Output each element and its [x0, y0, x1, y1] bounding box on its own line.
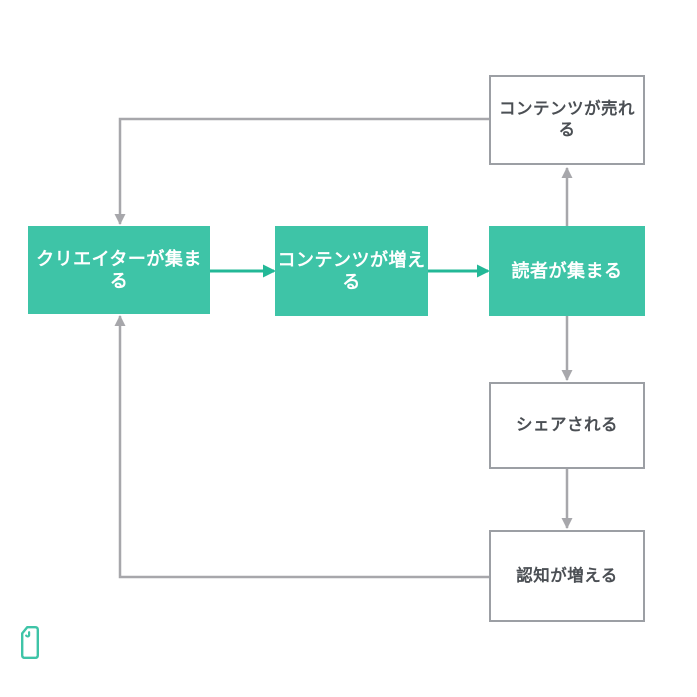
node-label: クリエイターが集まる [36, 248, 202, 292]
node-content-sells[interactable]: コンテンツが売れる [489, 75, 645, 165]
node-label: 読者が集まる [511, 260, 623, 281]
node-content-increases[interactable]: コンテンツが増える [275, 226, 428, 316]
node-readers-gather[interactable]: 読者が集まる [489, 226, 645, 316]
node-gets-shared[interactable]: シェアされる [489, 382, 645, 469]
node-label: コンテンツが増える [277, 249, 426, 293]
edge-sells-to-creators [114, 117, 489, 225]
node-label: 認知が増える [516, 566, 618, 585]
node-label: シェアされる [516, 416, 618, 435]
edge-awareness-to-creators [114, 315, 489, 579]
page-icon [21, 626, 39, 659]
node-awareness-grows[interactable]: 認知が増える [489, 530, 645, 622]
node-creators-gather[interactable]: クリエイターが集まる [28, 226, 210, 314]
node-label: コンテンツが売れる [499, 100, 635, 139]
